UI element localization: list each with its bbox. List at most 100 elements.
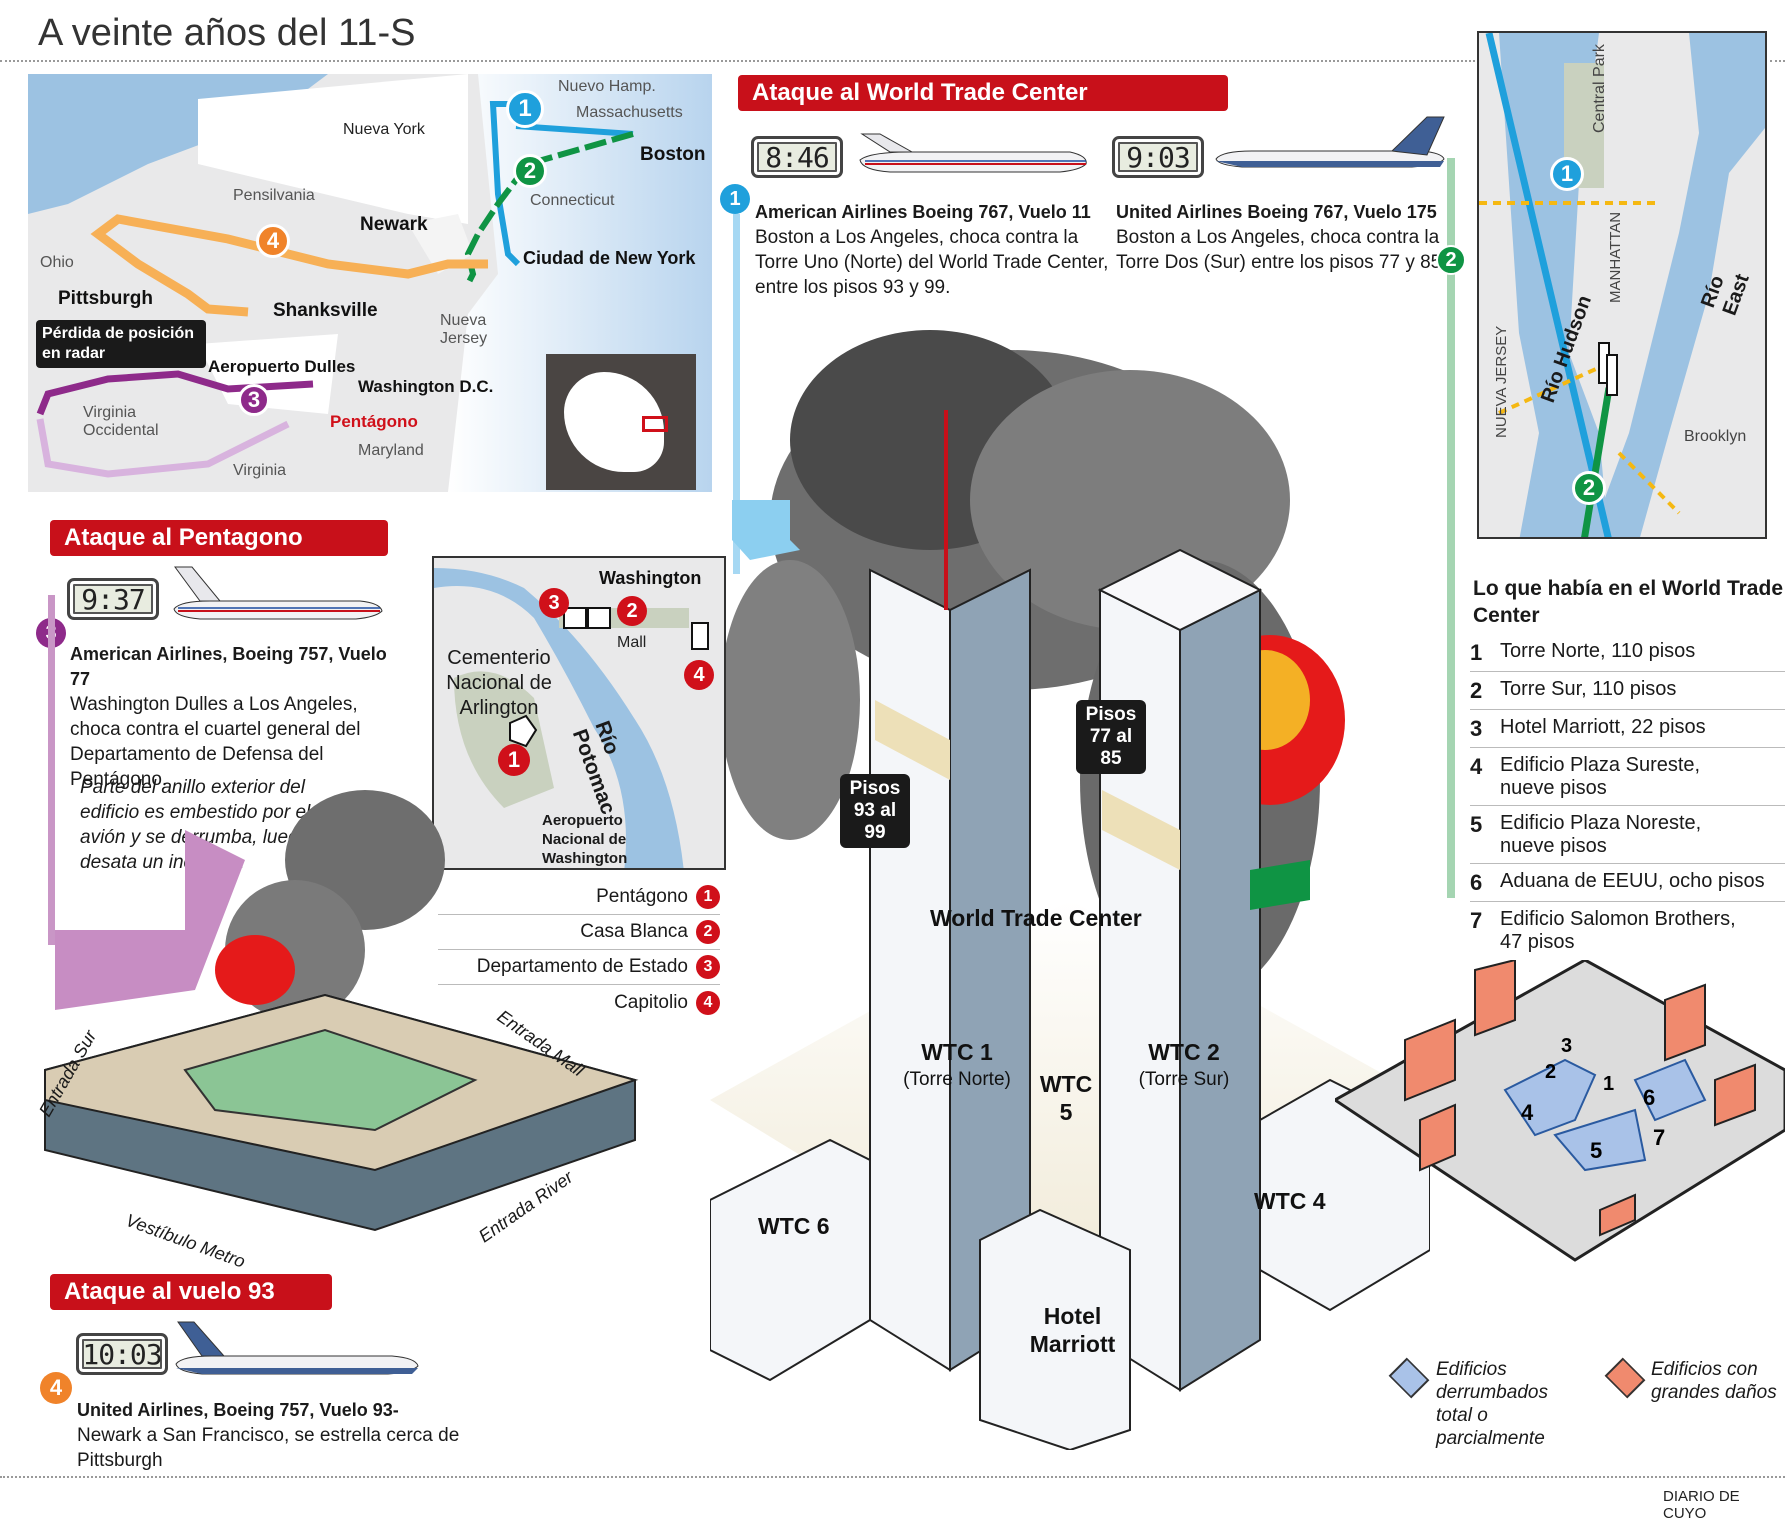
site-plan-marker-3: 3 [1561, 1035, 1572, 1057]
item-number: 4 [696, 990, 720, 1015]
md-state [198, 334, 338, 414]
flight93-section-title: Ataque al vuelo 93 [50, 1274, 332, 1310]
item-number: 6 [1470, 870, 1483, 895]
city-pittsburgh: Pittsburgh [58, 288, 153, 309]
flight1-body: Boston a Los Angeles, choca contra la To… [755, 227, 1109, 298]
label-maryland: Maryland [358, 442, 424, 459]
city-pentagon: Pentágono [330, 412, 418, 431]
city-boston: Boston [640, 144, 706, 165]
item-text: Edificio Plaza Sureste, nueve pisos [1500, 754, 1701, 799]
route-marker-3: 3 [238, 384, 270, 416]
label-virginia: Virginia [233, 462, 287, 479]
label-manhattan: MANHATTAN [1607, 211, 1624, 303]
impact-label-tower1: Pisos 93 al 99 [840, 774, 910, 848]
flight1-connector [733, 214, 740, 574]
flight4-clock: 10:03 [76, 1333, 168, 1375]
label-wtc5: WTC 5 [1039, 1071, 1093, 1125]
item-number: 1 [696, 885, 720, 909]
page-title: A veinte años del 11-S [38, 12, 416, 54]
dc-label-mall: Mall [617, 634, 647, 651]
flight1-marker: 1 [720, 184, 750, 214]
header-divider-right [1770, 60, 1785, 62]
wtc-illustration-graphics [709, 330, 1431, 1452]
ny-state [198, 74, 468, 224]
united-airlines-757-icon [172, 1320, 422, 1382]
flight4-marker: 4 [40, 1372, 72, 1404]
label-central-park: Central Park [1591, 44, 1608, 133]
item-number: 1 [1470, 640, 1483, 665]
item-number: 3 [1470, 716, 1483, 741]
wtc-list-item: 7 Edificio Salomon Brothers, 47 pisos [1470, 902, 1785, 959]
dc-label-arlington: Cementerio Nacional de Arlington [446, 647, 552, 719]
flight3-connector [48, 595, 55, 945]
site-plan-marker-2: 2 [1545, 1061, 1556, 1083]
site-plan-marker-5: 5 [1590, 1138, 1602, 1163]
item-text: Edificio Plaza Noreste, nueve pisos [1500, 812, 1702, 857]
damaged-legend-label: Edificios con grandes daños [1651, 1359, 1777, 1403]
label-wtc6: WTC 6 [758, 1213, 830, 1239]
label-wtc1-name: WTC 1 [921, 1039, 993, 1065]
item-number: 2 [1470, 678, 1483, 703]
flight2-heading: United Airlines Boeing 767, Vuelo 175 [1116, 202, 1437, 222]
label-nueva-jersey: Nueva Jersey [440, 312, 488, 347]
dc-marker-2: 2 [617, 596, 647, 626]
city-newark: Newark [360, 214, 428, 235]
manhattan-marker-1: 1 [1550, 157, 1584, 191]
dc-list-item: Casa Blanca 2 [438, 915, 720, 950]
footer-divider [0, 1476, 1785, 1478]
label-nuevo-hamp: Nuevo Hamp. [558, 78, 656, 95]
manhattan-map: Central Park MANHATTAN Río Hudson Río Ea… [1477, 31, 1767, 539]
dc-marker-1: 1 [498, 744, 530, 776]
locator-inset [546, 354, 696, 490]
item-text: Departamento de Estado [476, 956, 688, 977]
label-virginia-occidental: Virginia Occidental [83, 404, 159, 439]
flight1-description: American Airlines Boeing 767, Vuelo 11 B… [755, 200, 1110, 300]
item-text: Torre Norte, 110 pisos [1500, 640, 1696, 662]
item-text: Torre Sur, 110 pisos [1500, 678, 1677, 700]
flight2-description: United Airlines Boeing 767, Vuelo 175 Bo… [1116, 200, 1456, 275]
item-number: 7 [1470, 908, 1483, 933]
label-wtc2: WTC 2 (Torre Sur) [1124, 1038, 1244, 1094]
item-text: Edificio Salomon Brothers, 47 pisos [1500, 908, 1736, 953]
manhattan-map-graphics [1479, 33, 1765, 537]
city-dc: Washington D.C. [358, 377, 494, 396]
item-text: Capitolio [614, 991, 688, 1013]
complex-label: World Trade Center [930, 905, 1142, 931]
flight2-connector [1447, 158, 1455, 898]
dc-landmark-list: Pentágono 1 Casa Blanca 2 Departamento de … [438, 880, 720, 1020]
site-plan-graphics: 4 2 3 1 5 6 7 [1332, 958, 1785, 1262]
route-map: Nuevo Hamp. Massachusetts Nueva York Pen… [28, 74, 712, 492]
flight3-heading: American Airlines, Boeing 757, Vuelo 77 [70, 644, 387, 689]
flight4-description: United Airlines, Boeing 757, Vuelo 93- N… [77, 1398, 487, 1473]
city-shanksville: Shanksville [273, 300, 378, 321]
pentagon-illustration: Entrada Sur Entrada Mall Entrada River V… [25, 770, 645, 1272]
item-number: 2 [696, 920, 720, 944]
header-divider [0, 60, 1475, 62]
label-wtc4: WTC 4 [1254, 1188, 1326, 1214]
dc-marker-3: 3 [539, 588, 569, 618]
dc-list-item: Capitolio 4 [438, 985, 720, 1020]
site-plan-marker-7: 7 [1653, 1125, 1665, 1150]
lake-ontario [188, 74, 318, 99]
wtc-building-list: 1 Torre Norte, 110 pisos 2 Torre Sur, 110 … [1470, 634, 1785, 959]
route-map-graphics [28, 74, 712, 492]
flight1-clock: 8:46 [751, 136, 843, 178]
wtc-illustration [709, 320, 1431, 1452]
radar-callout: Pérdida de posición en radar [36, 320, 206, 368]
dc-label-washington: Washington [599, 568, 702, 588]
label-brooklyn: Brooklyn [1684, 428, 1747, 445]
site-plan-marker-4: 4 [1521, 1100, 1534, 1125]
item-number: 3 [696, 955, 720, 979]
impact-label-tower2: Pisos 77 al 85 [1076, 700, 1146, 774]
wtc-list-item: 1 Torre Norte, 110 pisos [1470, 634, 1785, 672]
dc-list-item: Pentágono 1 [438, 880, 720, 915]
dc-map: Washington Mall Cementerio Nacional de A… [432, 556, 726, 870]
site-plan-marker-1: 1 [1603, 1073, 1614, 1095]
item-text: Pentágono [596, 886, 688, 907]
item-text: Casa Blanca [580, 921, 688, 942]
route-marker-4: 4 [256, 224, 290, 258]
label-wtc2-sub: (Torre Sur) [1138, 1069, 1230, 1090]
